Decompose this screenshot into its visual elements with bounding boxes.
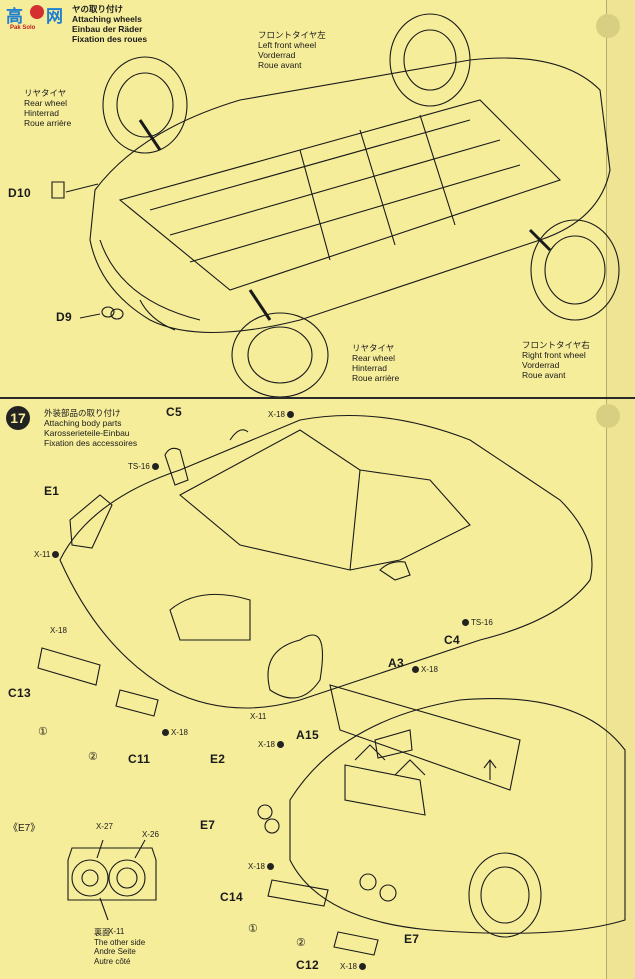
fastener-x18-d: X-18 — [410, 665, 438, 674]
front-right-wheel-label: フロントタイヤ右 Right front wheel Vorderrad Rou… — [522, 340, 590, 380]
part-code-c13: C13 — [8, 686, 31, 700]
fastener-dot-icon — [52, 551, 60, 559]
front-left-wheel-label: フロントタイヤ左 Left front wheel Vorderrad Roue… — [258, 30, 326, 70]
part-code-c4: C4 — [444, 633, 460, 647]
e7-other-side-label: 裏面 The other side Andre Seite Autre côté — [94, 928, 146, 966]
step-number-badge: 17 — [6, 406, 30, 430]
chassis-underside-drawing — [51, 13, 620, 398]
logo-char-1: 高 — [6, 7, 23, 27]
rear-wheel-label-bottom: リヤタイヤ Rear wheel Hinterrad Roue arrière — [352, 343, 400, 383]
fastener-x18-a: X-18 — [268, 410, 296, 419]
part-code-d9: D9 — [56, 310, 72, 324]
part-code-c5: C5 — [166, 405, 182, 419]
part-code-e2: E2 — [210, 752, 226, 766]
fastener-dot-icon — [412, 666, 419, 674]
part-code-c14: C14 — [220, 890, 243, 904]
circled-two-b: ② — [296, 937, 306, 949]
fastener-x18-b: X-18 — [50, 626, 67, 635]
circled-one-a: ① — [38, 726, 48, 738]
fastener-x18-g: X-18 — [340, 962, 368, 971]
fastener-x11-b: X-11 — [250, 712, 267, 721]
e7-detail-x26: X-26 — [142, 830, 159, 839]
fastener-dot-icon — [151, 463, 159, 471]
car-body-drawing — [37, 414, 626, 956]
circled-two-a: ② — [88, 751, 98, 763]
circled-one-b: ① — [248, 923, 258, 935]
fastener-x11-a: X-11 — [34, 550, 61, 559]
e7-detail-x11: X-11 — [108, 927, 125, 936]
part-code-e7: E7 — [200, 818, 216, 832]
next-page-edge — [606, 0, 635, 979]
fastener-x18-e: X-18 — [258, 740, 286, 749]
fastener-dot-icon — [266, 863, 274, 871]
part-code-a3: A3 — [388, 656, 404, 670]
fastener-ts16-a: TS-16 — [128, 462, 161, 471]
site-logo: 高 网 Pak Solo — [6, 2, 70, 34]
fastener-dot-icon — [462, 619, 469, 627]
wheels-heading: ヤの取り付け Attaching wheels Einbau der Räder… — [72, 4, 148, 44]
step17-title: 外装部品の取り付け Attaching body parts Karosseri… — [44, 408, 138, 448]
fastener-dot-icon — [162, 729, 169, 737]
logo-subtext: Pak Solo — [10, 25, 36, 31]
part-code-d10: D10 — [8, 186, 31, 200]
ghost-step-number — [596, 14, 620, 38]
part-code-c11: C11 — [128, 752, 151, 766]
fastener-dot-icon — [358, 963, 366, 971]
e1-part — [69, 494, 113, 549]
part-code-e1: E1 — [44, 484, 60, 498]
fastener-dot-icon — [276, 741, 284, 749]
part-code-a15: A15 — [296, 728, 319, 742]
fastener-x18-c: X-18 — [160, 728, 188, 737]
e7-detail-title: 《E7》 — [8, 823, 41, 834]
section-divider — [0, 397, 635, 399]
logo-char-2: 网 — [46, 7, 63, 27]
ghost-step-number-2 — [596, 404, 620, 428]
logo-ball-icon — [30, 5, 44, 19]
fastener-ts16-b: TS-16 — [460, 618, 493, 627]
part-code-e7-b: E7 — [404, 932, 420, 946]
fastener-dot-icon — [286, 411, 294, 419]
rear-wheel-label-top: リヤタイヤ Rear wheel Hinterrad Roue arrière — [24, 88, 72, 128]
part-code-c12: C12 — [296, 958, 319, 972]
fastener-x18-f: X-18 — [248, 862, 276, 871]
e7-detail-x27: X-27 — [96, 822, 113, 831]
